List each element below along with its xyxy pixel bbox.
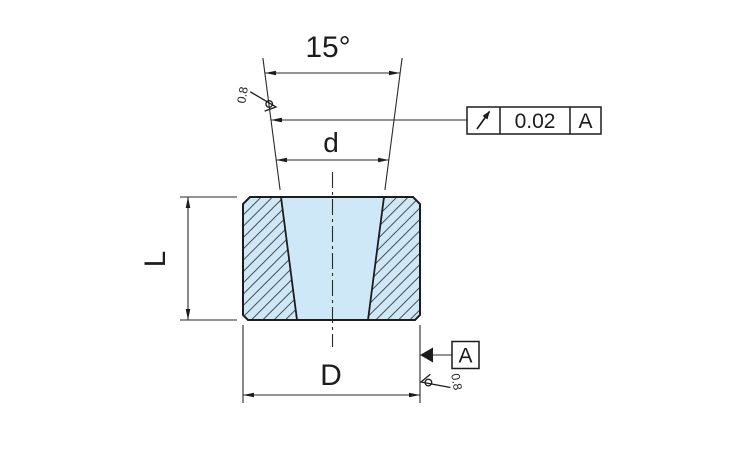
D-label: D <box>320 359 342 392</box>
tolerance-datum: A <box>578 110 592 133</box>
datum-label: A <box>458 345 472 368</box>
arrowhead-down-icon <box>185 309 191 320</box>
arrowhead-right-icon <box>389 70 400 76</box>
tolerance-frame-border <box>466 106 602 135</box>
hatch-right <box>368 197 420 320</box>
datum-feature: A <box>420 340 480 370</box>
arrowhead-left-icon <box>243 392 254 398</box>
roughness-value-outer: 0.8 <box>448 372 465 391</box>
roughness-value-taper: 0.8 <box>234 85 251 104</box>
arrowhead-up-icon <box>185 197 191 208</box>
datum-box <box>451 340 480 370</box>
roughness-icon-outer: 0.8 <box>419 372 465 392</box>
part-outline <box>242 196 421 321</box>
tolerance-frame: 0.02 A <box>466 106 602 135</box>
L-label: L <box>139 251 172 268</box>
bore-line-right <box>367 196 385 321</box>
leader-arrowhead-icon <box>271 117 282 123</box>
datum-triangle-icon <box>420 347 433 363</box>
arrowhead-right-icon <box>378 157 389 163</box>
taper-extension-left <box>262 57 281 191</box>
d-dimension: d <box>276 127 389 163</box>
tolerance-value: 0.02 <box>515 110 556 133</box>
circular-runout-icon <box>476 110 491 130</box>
arrowhead-right-icon <box>409 392 420 398</box>
D-dimension: D <box>242 325 421 403</box>
part-section <box>242 172 421 347</box>
angle-dimension: 15° <box>265 31 400 76</box>
arrowhead-left-icon <box>265 70 276 76</box>
arrowhead-left-icon <box>276 157 287 163</box>
hatch-left <box>243 197 297 320</box>
taper-extension-right <box>384 57 403 191</box>
bore-line-left <box>280 196 298 321</box>
roughness-icon-taper: 0.8 <box>234 85 278 112</box>
L-dimension: L <box>139 196 237 321</box>
d-label: d <box>323 127 339 158</box>
angle-label: 15° <box>305 31 350 64</box>
tolerance-callout: 0.02 A <box>271 106 602 135</box>
